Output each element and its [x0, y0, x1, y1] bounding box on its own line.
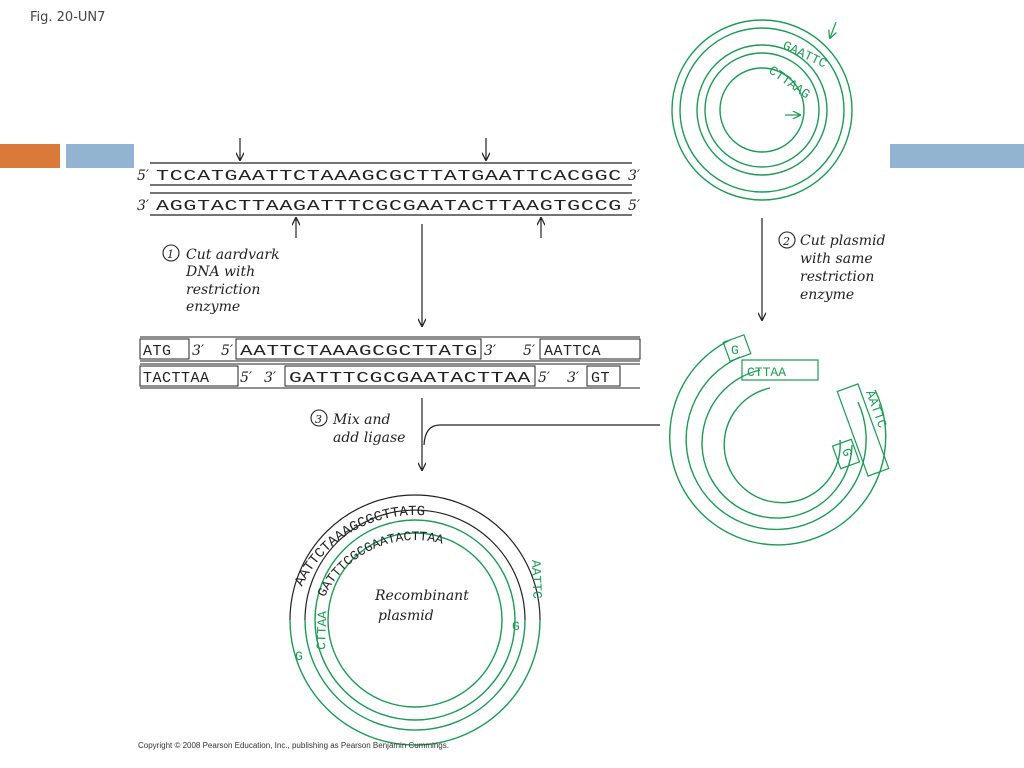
svg-text:3′: 3′	[192, 343, 205, 359]
svg-text:Cut aardvark: Cut aardvark	[186, 247, 280, 263]
plasmid-site-bottom: CTTAAG	[766, 63, 813, 102]
five-prime-bottom: 5′	[628, 198, 641, 214]
top-strand-sequence: TCCATGAATTCTAAAGCGCTTATGAATTCACGGC	[156, 168, 622, 185]
aardvark-dna: 5′ TCCATGAATTCTAAAGCGCTTATGAATTCACGGC 3′…	[137, 138, 641, 238]
svg-text:ATG: ATG	[143, 343, 172, 360]
step-2-label: 2 Cut plasmid with same restriction enzy…	[778, 231, 886, 303]
svg-text:enzyme: enzyme	[800, 287, 854, 303]
svg-text:with same: with same	[800, 251, 873, 267]
figure-label: Fig. 20-UN7	[30, 10, 106, 25]
svg-text:CTTAA: CTTAA	[314, 610, 330, 650]
svg-text:G: G	[512, 619, 520, 634]
svg-text:GT: GT	[591, 370, 610, 387]
svg-text:AATTC: AATTC	[528, 560, 544, 600]
recombinant-plasmid: AATTCTAAAGCGCTTATG GATTTCGCGAATACTTAA G …	[289, 494, 544, 746]
svg-text:enzyme: enzyme	[186, 299, 240, 315]
svg-text:AATTC: AATTC	[862, 388, 890, 430]
three-prime-bottom: 3′	[137, 198, 150, 214]
svg-text:add ligase: add ligase	[333, 430, 405, 446]
bottom-strand-sequence: AGGTACTTAAGATTTCGCGAATACTTAAGTGCCG	[156, 198, 622, 215]
copyright-text: Copyright © 2008 Pearson Education, Inc.…	[138, 741, 449, 750]
svg-text:3′: 3′	[264, 370, 277, 386]
original-plasmid: GAATTC CTTAAG	[671, 19, 853, 201]
svg-text:2: 2	[782, 235, 790, 248]
svg-text:5′: 5′	[240, 370, 253, 386]
svg-text:3: 3	[315, 413, 322, 426]
svg-text:CTTAA: CTTAA	[747, 365, 786, 380]
svg-text:5′: 5′	[523, 343, 536, 359]
svg-text:GATTTCGCGAATACTTAA: GATTTCGCGAATACTTAA	[289, 370, 531, 387]
accent-bar-blue-right	[890, 144, 1024, 168]
svg-text:Mix and: Mix and	[332, 412, 391, 428]
svg-text:5′: 5′	[221, 343, 234, 359]
svg-text:3′: 3′	[567, 370, 580, 386]
svg-text:AATTCTAAAGCGCTTATG: AATTCTAAAGCGCTTATG	[240, 343, 478, 360]
svg-text:G: G	[731, 343, 739, 358]
svg-text:DNA with: DNA with	[185, 264, 255, 280]
svg-text:5′: 5′	[538, 370, 551, 386]
accent-bar-orange	[0, 144, 60, 168]
svg-text:1: 1	[167, 248, 174, 261]
svg-text:G: G	[295, 649, 303, 664]
cut-plasmid: G CTTAA AATTC G	[669, 334, 890, 546]
recombinant-label-1: Recombinant	[374, 588, 469, 604]
three-prime-top: 3′	[628, 168, 641, 184]
five-prime-top: 5′	[137, 168, 150, 184]
arrow-join	[423, 424, 660, 446]
step-3-label: 3 Mix and add ligase	[310, 409, 405, 446]
svg-text:Cut plasmid: Cut plasmid	[800, 233, 886, 249]
accent-bar-blue-left	[66, 144, 134, 168]
svg-text:TACTTAA: TACTTAA	[143, 370, 210, 387]
svg-text:restriction: restriction	[186, 282, 260, 298]
recombinant-label-2: plasmid	[378, 608, 434, 624]
svg-text:AATTCA: AATTCA	[544, 343, 601, 360]
svg-text:3′: 3′	[484, 343, 497, 359]
step-1-label: 1 Cut aardvark DNA with restriction enzy…	[162, 244, 280, 315]
svg-text:restriction: restriction	[800, 269, 874, 285]
dna-fragments: ATG 3′ TACTTAA 5′ 5′ AATTCTAAAGCGCTTATG …	[139, 336, 641, 389]
